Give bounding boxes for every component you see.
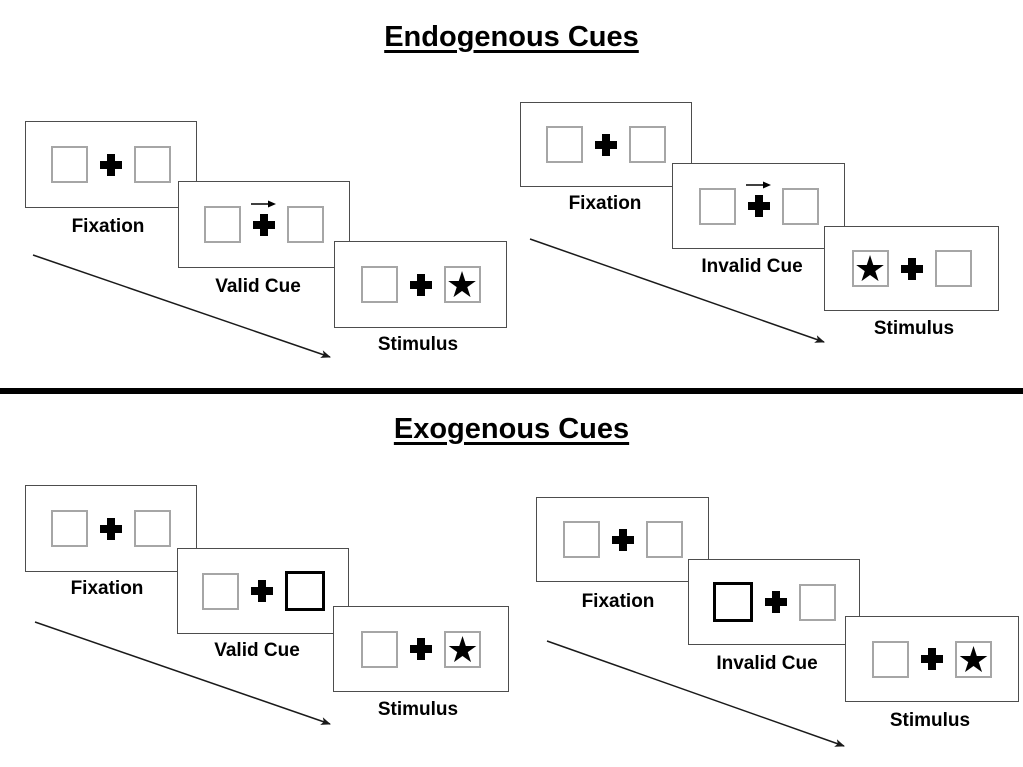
fixation-panel [536, 497, 709, 582]
fixation-cross-icon [409, 273, 432, 296]
fixation-panel [520, 102, 692, 187]
section-divider [0, 388, 1023, 394]
section-title-endogenous: Endogenous Cues [384, 21, 639, 53]
stimulus-panel: ★ [845, 616, 1019, 702]
stimulus-panel: ★ [333, 606, 509, 692]
fixation-cross-icon [251, 200, 276, 236]
panel-label: Fixation [70, 578, 144, 599]
placeholder-box [934, 250, 972, 287]
panel-label: Invalid Cue [716, 653, 818, 674]
panel-label: Stimulus [377, 334, 459, 355]
fixation-panel [25, 121, 197, 208]
placeholder-box [204, 206, 241, 243]
placeholder-box [698, 187, 736, 225]
panel-label: Valid Cue [215, 276, 301, 297]
cue-highlighted-box [284, 571, 325, 611]
placeholder-box [134, 510, 171, 547]
panel-label: Stimulus [377, 699, 459, 720]
invalid-cue-panel [672, 163, 845, 249]
target-box: ★ [443, 264, 481, 305]
fixation-cross-icon [100, 517, 122, 540]
placeholder-box [629, 126, 666, 163]
panel-label: Stimulus [889, 710, 971, 731]
stimulus-panel: ★ [334, 241, 507, 328]
fixation-cross-icon [595, 133, 617, 156]
panel-label: Stimulus [873, 318, 955, 339]
panel-label: Invalid Cue [701, 256, 803, 277]
fixation-cross-icon [745, 181, 771, 217]
placeholder-box [134, 146, 171, 183]
placeholder-box [645, 521, 683, 558]
section-title-exogenous: Exogenous Cues [393, 413, 630, 445]
placeholder-box [781, 187, 819, 225]
target-box: ★ [444, 628, 481, 670]
fixation-cross-icon [100, 153, 122, 176]
cue-arrow-icon [745, 181, 771, 189]
placeholder-box [51, 510, 88, 547]
placeholder-box [546, 126, 583, 163]
panel-label: Fixation [71, 216, 145, 237]
fixation-cross-icon [250, 580, 273, 602]
panel-label: Fixation [568, 193, 642, 214]
target-box: ★ [955, 638, 992, 680]
placeholder-box [562, 521, 600, 558]
target-star-icon: ★ [957, 638, 990, 680]
fixation-cross-icon [611, 528, 634, 551]
fixation-cross-icon [921, 648, 943, 670]
cue-highlighted-box [712, 582, 753, 622]
placeholder-box [287, 206, 324, 243]
placeholder-box [201, 572, 239, 610]
valid-cue-panel [178, 181, 350, 268]
sequence-arrow-endogenous-valid [32, 254, 331, 358]
placeholder-box [798, 583, 836, 621]
fixation-cross-icon [410, 638, 432, 660]
target-star-icon: ★ [446, 628, 479, 670]
target-box: ★ [851, 248, 889, 289]
placeholder-box [51, 146, 88, 183]
placeholder-box [360, 266, 398, 303]
target-star-icon: ★ [445, 264, 479, 305]
panel-label: Valid Cue [214, 640, 300, 661]
valid-cue-panel [177, 548, 349, 634]
fixation-panel [25, 485, 197, 572]
sequence-arrow-exogenous-valid [34, 621, 331, 725]
fixation-cross-icon [764, 591, 787, 613]
sequence-arrow-endogenous-invalid [529, 238, 825, 343]
stimulus-panel: ★ [824, 226, 999, 311]
placeholder-box [361, 630, 398, 668]
fixation-cross-icon [900, 257, 923, 280]
cue-arrow-icon [251, 200, 276, 207]
panel-label: Fixation [581, 591, 655, 612]
target-star-icon: ★ [853, 248, 887, 289]
invalid-cue-panel [688, 559, 860, 645]
placeholder-box [872, 640, 909, 678]
